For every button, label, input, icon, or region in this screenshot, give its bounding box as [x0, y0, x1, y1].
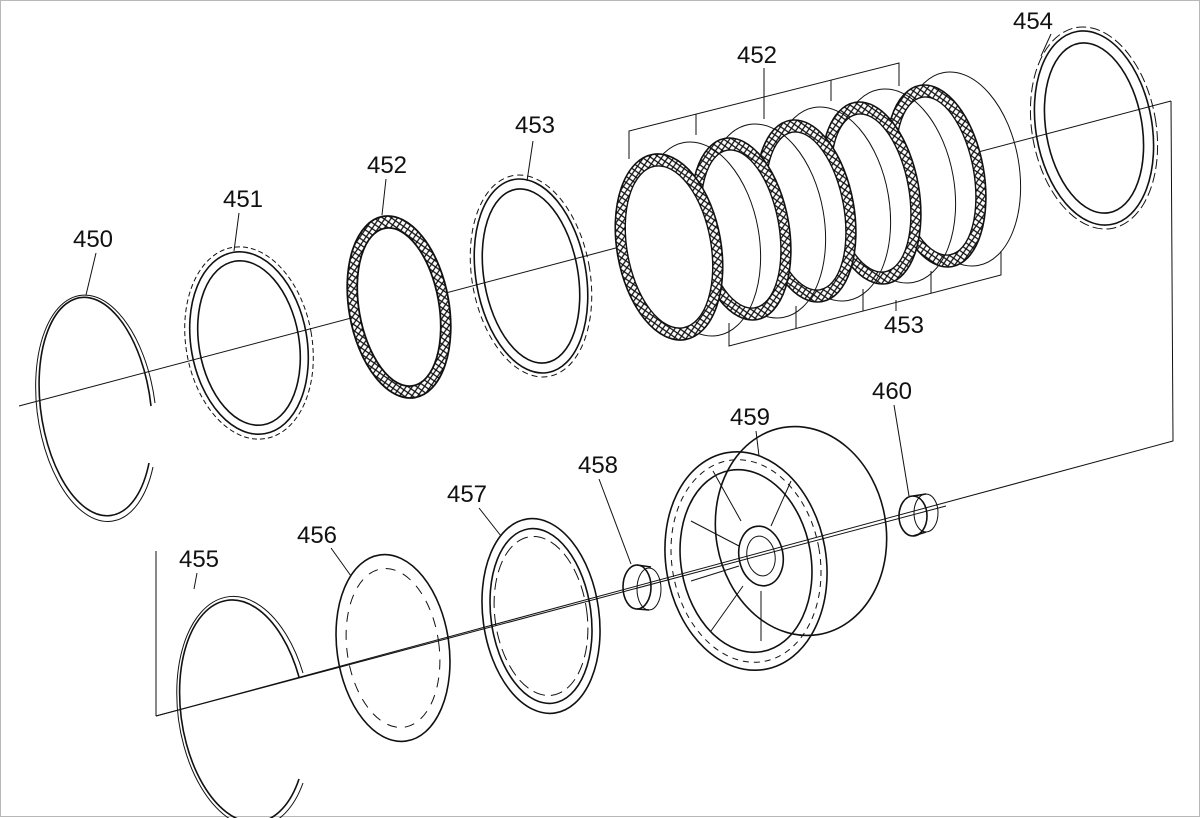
leader-456	[330, 547, 352, 577]
piston-457	[478, 507, 601, 715]
leader-457	[478, 507, 502, 537]
leader-452-single	[381, 178, 387, 216]
spring-plate-456	[330, 547, 451, 743]
leader-454	[1040, 33, 1052, 57]
lower-assembly	[155, 404, 947, 818]
leader-451	[233, 212, 240, 252]
callout-457: 457	[447, 481, 487, 508]
callout-460: 460	[872, 378, 912, 405]
steel-plate-453	[469, 140, 593, 378]
callout-459: 459	[730, 404, 770, 431]
leader-459	[755, 430, 760, 457]
callout-455: 455	[179, 546, 219, 573]
assembly-frame-line	[155, 100, 1174, 717]
leader-455	[193, 572, 198, 590]
callout-450: 450	[73, 226, 113, 253]
clutch-pack	[614, 71, 1022, 341]
leader-453-single	[526, 140, 534, 182]
callout-labels: 450 451 452 453 452 453 454 455 456 457 …	[73, 8, 1053, 573]
callout-452-single: 452	[367, 152, 407, 179]
clutch-housing-459	[664, 425, 888, 672]
callout-453-single: 453	[515, 112, 555, 139]
bushing-460	[893, 404, 939, 537]
leader-458	[598, 478, 632, 565]
bracket-452	[628, 62, 900, 159]
callout-452-group: 452	[737, 42, 777, 69]
sleeve-458	[598, 478, 662, 611]
backing-plate-454	[1029, 26, 1159, 230]
callout-451: 451	[223, 186, 263, 213]
upper-assembly	[18, 26, 1174, 717]
pressure-plate-451	[184, 212, 314, 440]
leader-460	[893, 404, 910, 497]
callout-456: 456	[297, 522, 337, 549]
lower-center-axis	[155, 505, 947, 717]
callout-453-group: 453	[884, 312, 924, 339]
leader-450	[85, 252, 97, 296]
callout-454: 454	[1013, 8, 1053, 35]
snap-ring-455	[176, 572, 304, 818]
callout-458: 458	[578, 452, 618, 479]
bracket-453	[728, 251, 1002, 347]
upper-center-axis	[18, 100, 1172, 407]
snap-ring-450	[35, 252, 156, 522]
friction-plate-452	[346, 178, 452, 399]
